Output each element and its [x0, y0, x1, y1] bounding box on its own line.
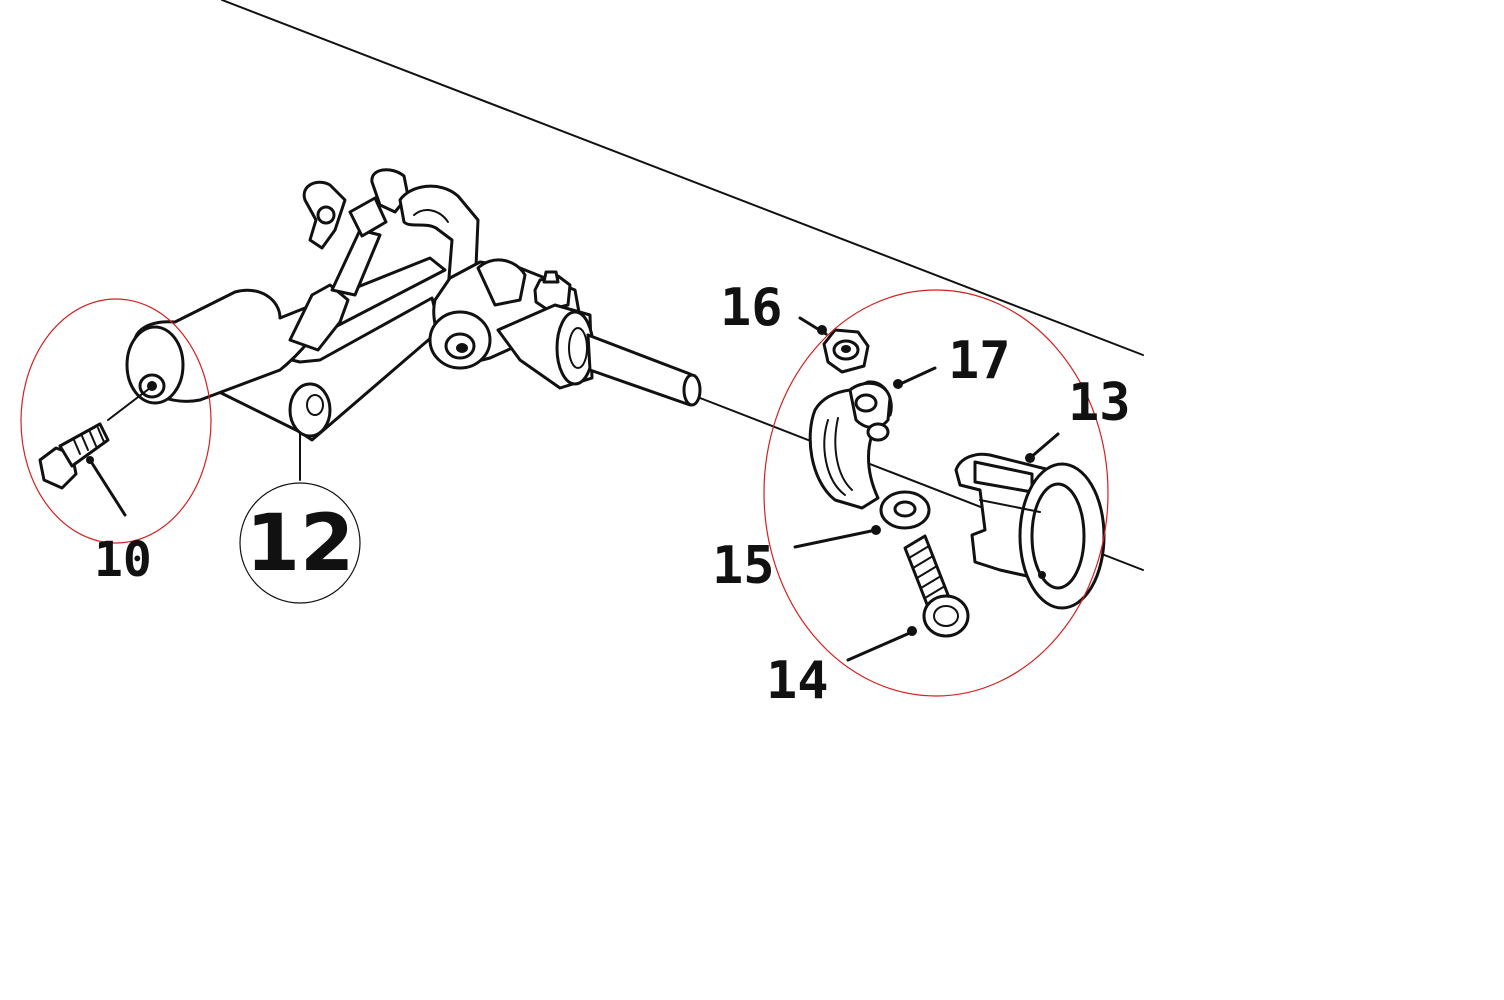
- callout-12: 12: [246, 499, 355, 589]
- callout-13: 13: [1068, 373, 1131, 433]
- callout-circle-12: [239, 482, 361, 604]
- frame-edge-line: [221, 0, 1144, 356]
- highlight-circle-right: [763, 289, 1109, 697]
- highlight-circle-left: [20, 298, 212, 544]
- leader-13: [1028, 432, 1060, 460]
- leader-15: [793, 528, 878, 549]
- leader-10: [88, 458, 127, 517]
- screw-14: [903, 534, 970, 638]
- callout-17: 17: [948, 331, 1011, 391]
- washer-15: [879, 490, 931, 530]
- callout-10: 10: [94, 532, 152, 588]
- linkage-assembly: [125, 168, 702, 481]
- bolt-10: [38, 387, 151, 490]
- callout-15: 15: [712, 536, 775, 596]
- bushing-13: [954, 452, 1106, 610]
- leader-14: [846, 630, 914, 662]
- leader-17: [896, 366, 937, 387]
- callout-14: 14: [766, 651, 829, 711]
- nut-16: [822, 328, 870, 374]
- clamp-17: [808, 380, 893, 510]
- callout-16: 16: [720, 278, 783, 338]
